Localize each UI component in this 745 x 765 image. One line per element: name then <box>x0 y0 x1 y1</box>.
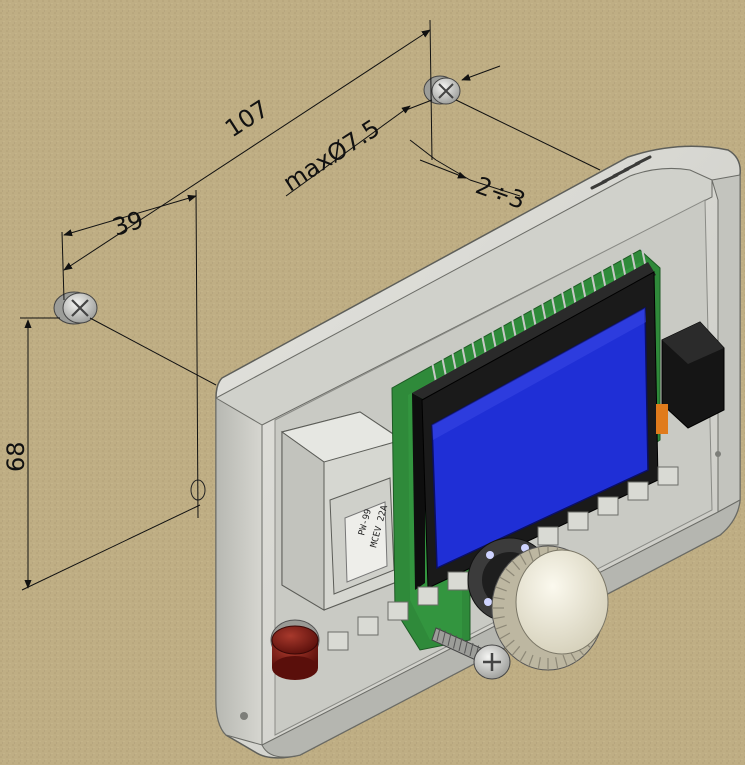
screw-thread <box>442 630 446 644</box>
terminal-slot <box>657 466 679 486</box>
screw-thread <box>436 627 441 642</box>
red-push-button[interactable] <box>270 619 320 680</box>
header-pin <box>521 313 527 334</box>
terminal-slot <box>537 526 559 546</box>
knob-rib <box>528 654 534 667</box>
knob-rib <box>555 657 559 670</box>
vent-slots <box>590 155 652 190</box>
header-pin <box>441 356 447 377</box>
knob-rib <box>492 596 505 600</box>
terminal-slot <box>447 571 469 591</box>
orange-component <box>656 404 668 434</box>
header-pin <box>461 345 467 366</box>
wall-screw-left <box>53 291 98 325</box>
pin-header <box>431 248 647 383</box>
header-pin <box>481 334 487 356</box>
screw-thread <box>458 637 463 652</box>
screw-thread <box>447 632 452 647</box>
knob-rib <box>562 654 568 667</box>
knob-rib <box>519 651 527 662</box>
terminal-slot <box>357 616 379 636</box>
header-pin <box>511 318 517 339</box>
knob-rib <box>519 554 527 565</box>
terminal-slot <box>327 631 349 651</box>
knob-rib <box>492 616 505 620</box>
header-pin <box>431 361 437 383</box>
knob-rib <box>528 549 534 562</box>
lcd-module <box>412 262 659 590</box>
screw-thread <box>464 640 468 654</box>
terminal-slot <box>597 496 619 516</box>
black-connector <box>661 321 725 429</box>
terminal-slot <box>417 586 439 606</box>
housing-hole <box>240 712 248 720</box>
knob-rib <box>504 639 515 649</box>
knob-rib <box>537 657 541 670</box>
dimension-lines <box>20 19 601 591</box>
knob-rib <box>499 576 511 584</box>
wall-screw-right <box>423 75 461 105</box>
knob-rib <box>511 560 521 571</box>
screw-thread <box>469 642 474 657</box>
header-pin <box>501 324 507 345</box>
header-pin <box>451 351 457 372</box>
screw-thread <box>453 635 457 649</box>
rotary-knob[interactable] <box>491 545 609 671</box>
terminal-slot <box>627 481 649 501</box>
transformer <box>280 411 404 611</box>
dim-height: 68 <box>2 441 30 472</box>
knob-rib <box>499 632 511 640</box>
knob-rib <box>504 567 515 577</box>
header-pin <box>491 329 497 350</box>
terminal-slot <box>567 511 589 531</box>
terminal-slot <box>387 601 409 621</box>
housing-hole <box>715 451 721 457</box>
mounting-screw <box>431 627 511 680</box>
header-pin <box>471 340 477 361</box>
knob-rib <box>495 586 507 592</box>
knob-rib <box>495 624 507 630</box>
knob-rib <box>511 645 521 656</box>
